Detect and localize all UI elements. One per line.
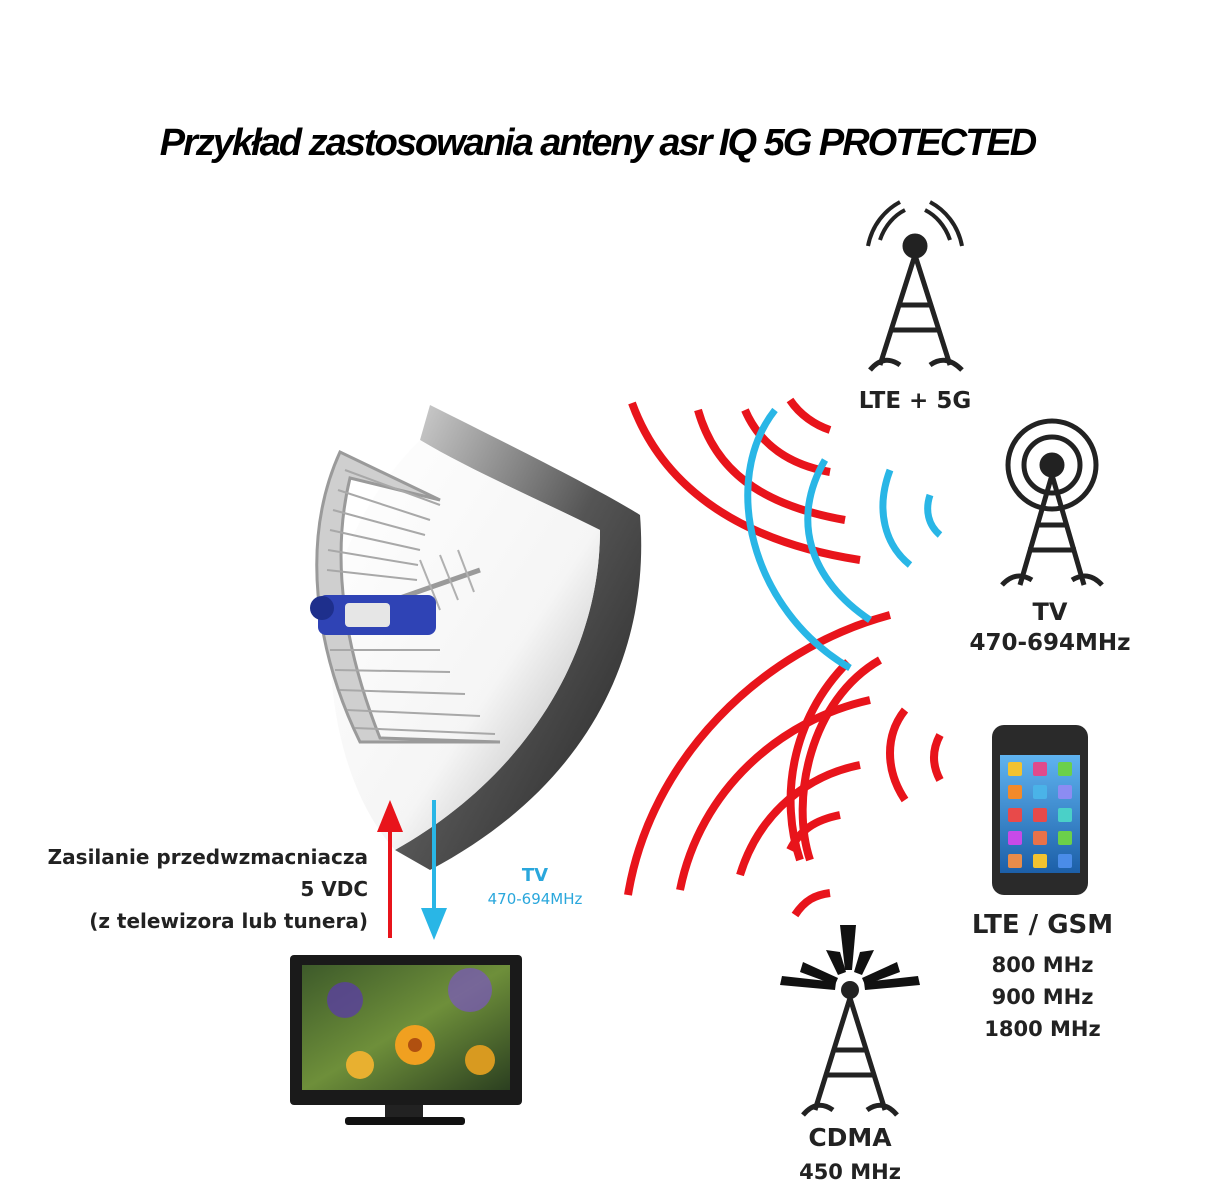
label-power-line2: 5 VDC bbox=[300, 877, 368, 901]
tower-cdma-icon bbox=[780, 925, 920, 1117]
label-lte-gsm: LTE / GSM bbox=[971, 910, 1114, 940]
label-cdma: CDMA bbox=[808, 1123, 892, 1152]
label-tv-freq: 470-694MHz bbox=[969, 630, 1131, 656]
smartphone-icon bbox=[992, 725, 1088, 895]
label-tv-arrow: TV bbox=[521, 865, 549, 886]
label-power-line3: (z telewizora lub tunera) bbox=[89, 909, 368, 933]
label-lte-gsm-1800: 1800 MHz bbox=[984, 1017, 1101, 1041]
page-title: Przykład zastosowania anteny asr IQ 5G P… bbox=[159, 122, 1037, 164]
signal-waves-blue bbox=[744, 407, 943, 672]
tower-lte-5g-icon bbox=[866, 200, 964, 372]
label-lte-5g: LTE + 5G bbox=[858, 388, 972, 414]
label-tv: TV bbox=[1032, 598, 1068, 626]
label-tv-arrow-freq: 470-694MHz bbox=[487, 890, 583, 908]
television-icon bbox=[290, 955, 522, 1125]
label-lte-gsm-800: 800 MHz bbox=[991, 953, 1094, 977]
label-power-line1: Zasilanie przedwzmacniacza bbox=[47, 845, 368, 869]
label-lte-gsm-900: 900 MHz bbox=[991, 985, 1094, 1009]
shield-icon bbox=[330, 405, 642, 870]
power-arrow-up bbox=[377, 800, 403, 938]
label-cdma-freq: 450 MHz bbox=[799, 1160, 901, 1184]
signal-waves-red bbox=[624, 397, 944, 918]
tv-signal-arrow-down bbox=[421, 800, 447, 940]
tower-tv-icon bbox=[1000, 418, 1104, 587]
antenna-icon bbox=[310, 449, 501, 744]
